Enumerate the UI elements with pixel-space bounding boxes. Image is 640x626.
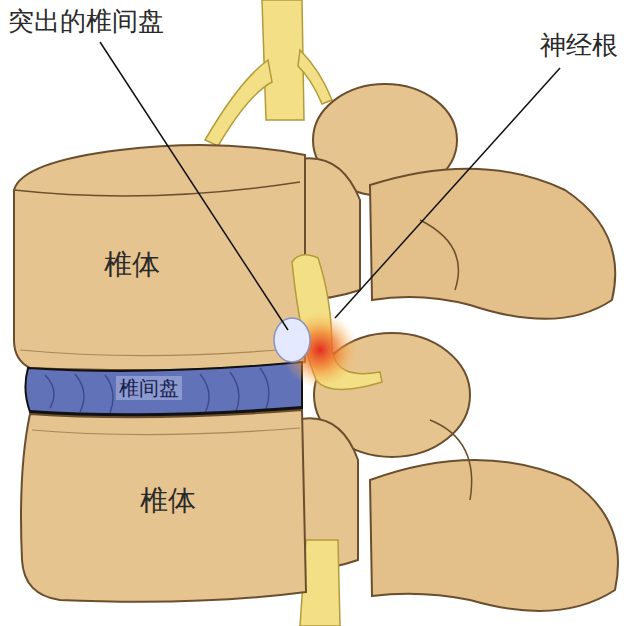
nerve-branch	[298, 50, 332, 104]
part-label: 椎体	[104, 248, 160, 282]
callout-label: 突出的椎间盘	[8, 6, 164, 37]
bone-contour	[430, 420, 472, 500]
vertebral-body	[21, 410, 306, 602]
bone-rim	[14, 182, 300, 196]
leader-line	[335, 68, 560, 318]
spinous-process	[370, 460, 618, 611]
spinous-process	[370, 169, 615, 319]
vertebral-body	[14, 145, 305, 370]
leader-line	[100, 42, 288, 330]
bone-rim	[20, 348, 300, 356]
nerve-branch	[205, 60, 272, 146]
bone-contour	[420, 220, 458, 290]
intervertebral-disc	[25, 362, 302, 415]
part-label: 椎间盘	[116, 376, 182, 400]
callout-label: 神经根	[540, 30, 618, 61]
part-label: 椎体	[140, 484, 196, 518]
bone-rim	[32, 428, 300, 435]
disc-fibers	[45, 368, 269, 413]
herniated-disc	[274, 318, 310, 362]
